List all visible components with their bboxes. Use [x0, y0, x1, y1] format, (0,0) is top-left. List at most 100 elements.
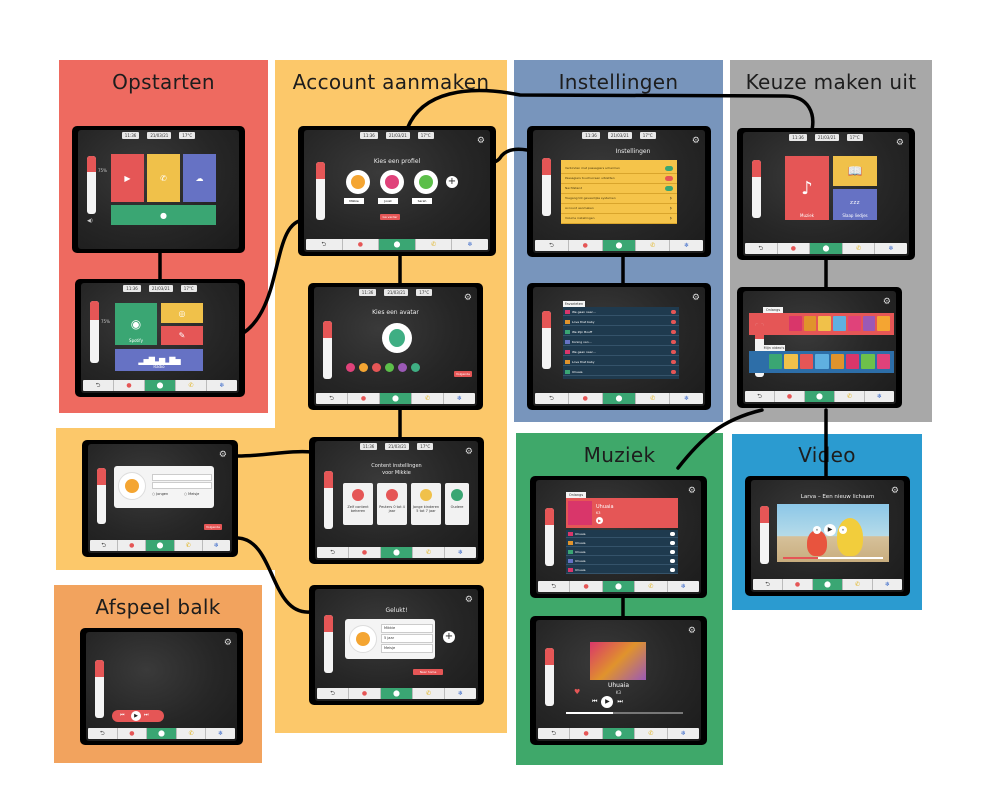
gear-icon[interactable]: ⚙: [463, 293, 472, 303]
volume-slider[interactable]: [542, 311, 551, 369]
media-nav-icon[interactable]: ●: [118, 728, 148, 739]
gear-icon[interactable]: ⚙: [691, 293, 700, 303]
myvideos-tab[interactable]: Mijn video's: [763, 345, 785, 351]
map-nav-icon[interactable]: ⬤: [805, 391, 835, 402]
climate-nav-icon[interactable]: ❄: [457, 549, 464, 556]
play-icon[interactable]: [670, 532, 675, 536]
media-nav-icon[interactable]: ●: [349, 547, 381, 558]
play-icon[interactable]: ▶: [601, 696, 614, 708]
avatar-sarah[interactable]: [414, 170, 438, 194]
phone-nav-icon[interactable]: ✆: [635, 728, 668, 739]
navigation-tile[interactable]: ●: [111, 205, 216, 225]
gear-icon[interactable]: ⚙: [464, 447, 473, 457]
map-nav-icon[interactable]: ⬤: [381, 547, 413, 558]
radio-tile[interactable]: ▂▅▇▃▆▂▇▅ Radio: [115, 349, 203, 371]
media-nav-icon[interactable]: ●: [343, 239, 380, 250]
back-icon[interactable]: ⮌: [535, 393, 569, 404]
climate-nav-icon[interactable]: ❄: [456, 395, 463, 402]
add-profile-icon[interactable]: +: [446, 176, 458, 188]
add-profile-icon[interactable]: +: [443, 631, 455, 643]
content-card[interactable]: Zelf content beheren: [343, 483, 373, 525]
toggle-on-icon[interactable]: [665, 186, 673, 191]
map-nav-icon[interactable]: ⬤: [602, 581, 636, 592]
music-recent-tab[interactable]: Onlangs: [566, 492, 586, 498]
kaizo-tile[interactable]: ✎: [161, 326, 203, 345]
list-item[interactable]: Uhuaia: [566, 567, 678, 574]
volume-slider[interactable]: [97, 468, 106, 524]
list-item[interactable]: Uhuaia: [566, 540, 678, 547]
media-nav-icon[interactable]: ●: [569, 393, 603, 404]
back-icon[interactable]: ⮌: [538, 728, 571, 739]
list-item[interactable]: Uhuaia: [563, 369, 679, 376]
map-nav-icon[interactable]: ⬤: [147, 728, 177, 739]
weather-tile[interactable]: ☁: [183, 154, 216, 202]
climate-nav-icon[interactable]: ❄: [218, 730, 224, 737]
toggle-icon[interactable]: [671, 360, 676, 364]
volume-slider[interactable]: [324, 471, 333, 529]
climate-nav-icon[interactable]: ❄: [219, 382, 225, 389]
avatar-mikkie[interactable]: [346, 170, 370, 194]
map-nav-icon[interactable]: ⬤: [380, 393, 412, 404]
recent-tab[interactable]: Onlangs: [763, 307, 783, 313]
avatar-joost[interactable]: [380, 170, 404, 194]
media-nav-icon[interactable]: ●: [778, 243, 811, 254]
settings-row[interactable]: Nachtstand: [561, 184, 677, 194]
phone-nav-icon[interactable]: ✆: [636, 393, 671, 404]
now-playing-card[interactable]: Uhuaia K3 ▶: [566, 498, 678, 528]
phone-nav-icon[interactable]: ✆: [636, 240, 671, 251]
volume-slider[interactable]: [542, 158, 551, 216]
volume-slider[interactable]: [324, 615, 333, 673]
spotify-tile[interactable]: ◉ Spotify: [115, 303, 157, 345]
media-nav-icon[interactable]: ●: [775, 391, 805, 402]
home-button[interactable]: Naar home: [413, 669, 443, 675]
gear-icon[interactable]: ⚙: [218, 450, 227, 460]
toggle-icon[interactable]: [671, 370, 676, 374]
phone-nav-icon[interactable]: ✆: [843, 243, 876, 254]
heart-icon[interactable]: ♥: [574, 688, 581, 696]
gear-icon[interactable]: ⚙: [691, 136, 700, 146]
list-item[interactable]: Uhuaia: [566, 531, 678, 538]
gear-icon[interactable]: ⚙: [687, 486, 696, 496]
podcast-tile[interactable]: ◎: [161, 303, 203, 323]
volume-slider[interactable]: [752, 160, 761, 218]
media-nav-icon[interactable]: ●: [348, 393, 380, 404]
gear-icon[interactable]: ⚙: [223, 638, 232, 648]
next-icon[interactable]: ⏭: [144, 712, 149, 718]
video-progress[interactable]: [783, 557, 883, 559]
meisje-radio[interactable]: ○ Meisje: [184, 492, 200, 496]
back-icon[interactable]: ⮌: [538, 581, 571, 592]
climate-nav-icon[interactable]: ❄: [467, 241, 473, 248]
avatar-option[interactable]: [346, 363, 355, 372]
phone-nav-icon[interactable]: ✆: [175, 540, 203, 551]
climate-nav-icon[interactable]: ❄: [680, 583, 686, 590]
volume-slider[interactable]: [95, 660, 104, 718]
map-nav-icon[interactable]: ⬤: [810, 243, 843, 254]
previous-icon[interactable]: ⏮: [592, 698, 598, 705]
play-icon[interactable]: ▶: [131, 711, 141, 721]
progress-bar[interactable]: [566, 712, 683, 714]
play-icon[interactable]: [670, 541, 675, 545]
map-nav-icon[interactable]: ⬤: [602, 240, 637, 251]
list-item[interactable]: Koning van…: [563, 339, 679, 346]
map-nav-icon[interactable]: ⬤: [379, 239, 416, 250]
climate-nav-icon[interactable]: ❄: [213, 542, 219, 549]
avatar-option[interactable]: [385, 363, 394, 372]
form-next-button[interactable]: Volgende: [204, 524, 222, 530]
phone-nav-icon[interactable]: ✆: [412, 393, 444, 404]
avatar-option[interactable]: [398, 363, 407, 372]
phone-nav-icon[interactable]: ✆: [176, 380, 207, 391]
back-icon[interactable]: ⮌: [317, 688, 349, 699]
toggle-icon[interactable]: [671, 310, 676, 314]
content-card[interactable]: Peuters 0 tot 4 jaar: [377, 483, 407, 525]
media-nav-icon[interactable]: ●: [118, 540, 147, 551]
phone-nav-icon[interactable]: ✆: [835, 391, 865, 402]
back-icon[interactable]: ⮌: [306, 239, 343, 250]
climate-nav-icon[interactable]: ❄: [684, 242, 690, 249]
avatar-option[interactable]: [359, 363, 368, 372]
climate-nav-icon[interactable]: ❄: [876, 393, 883, 400]
rewind-icon[interactable]: «: [813, 526, 821, 534]
avatar-option[interactable]: [411, 363, 420, 372]
map-nav-icon[interactable]: ⬤: [602, 393, 637, 404]
back-icon[interactable]: ⮌: [745, 243, 778, 254]
climate-nav-icon[interactable]: ❄: [680, 730, 686, 737]
